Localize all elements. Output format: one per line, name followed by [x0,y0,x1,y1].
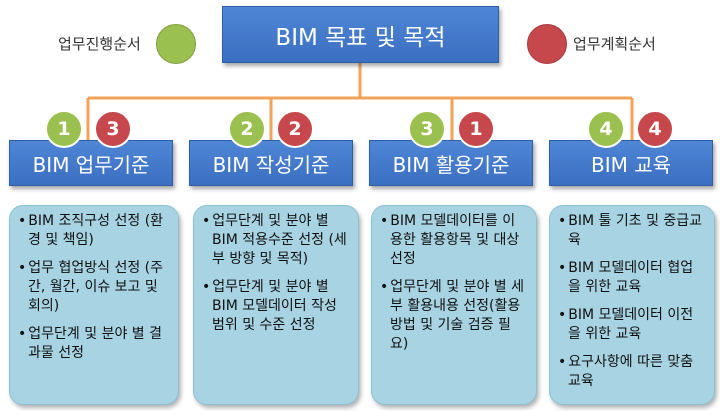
column-list-box: 업무단계 및 분야 별 BIM 적용수준 선정 (세부 방향 및 목적) 업무단… [193,205,359,405]
progress-order-badge: 2 [228,110,266,148]
progress-order-badge: 4 [587,110,625,148]
column-heading-box: BIM 작성기준 [189,140,353,186]
plan-order-badge: 1 [457,110,495,148]
plan-order-badge: 3 [94,110,132,148]
list-item: 요구사항에 따른 맞춤 교육 [556,353,706,391]
progress-order-badge: 3 [408,110,446,148]
column-heading: BIM 업무기준 [32,152,150,177]
column-heading-box: BIM 업무기준 [9,140,173,186]
column-list-box: BIM 모델데이터를 이용한 활용항목 및 대상 선정 업무단계 및 분야 별 … [371,205,537,405]
column-heading: BIM 작성기준 [212,152,330,177]
column-heading: BIM 활용기준 [392,152,510,177]
legend-plan-dot [527,24,567,64]
list-item: 업무단계 및 분야 별 세부 활용내용 선정(활용방법 및 기술 검증 필요) [378,278,528,354]
list-item: 업무 협업방식 선정 (주간, 월간, 이슈 보고 및 회의) [16,259,170,316]
legend-plan-label: 업무계획순서 [573,35,656,53]
main-title-box: BIM 목표 및 목적 [222,6,499,63]
list-item: 업무단계 및 분야 별 BIM 모델데이터 작성 범위 및 수준 선정 [200,278,350,335]
list-item: 업무단계 및 분야 별 결과물 선정 [16,325,170,363]
plan-order-badge: 4 [636,110,674,148]
legend-progress-label: 업무진행순서 [58,35,141,53]
list-item: BIM 모델데이터를 이용한 활용항목 및 대상 선정 [378,212,528,269]
list-item: BIM 모델데이터 이전을 위한 교육 [556,306,706,344]
plan-order-badge: 2 [276,110,314,148]
list-item: BIM 모델데이터 협업을 위한 교육 [556,259,706,297]
list-item: 업무단계 및 분야 별 BIM 적용수준 선정 (세부 방향 및 목적) [200,212,350,269]
list-item: BIM 툴 기초 및 중급교육 [556,212,706,250]
list-item: BIM 조직구성 선정 (환경 및 책임) [16,212,170,250]
column-heading-box: BIM 활용기준 [369,140,533,186]
column-heading: BIM 교육 [590,152,672,177]
column-list-box: BIM 툴 기초 및 중급교육 BIM 모델데이터 협업을 위한 교육 BIM … [549,205,715,405]
main-title: BIM 목표 및 목적 [275,24,446,51]
column-heading-box: BIM 교육 [549,140,713,186]
column-list-box: BIM 조직구성 선정 (환경 및 책임) 업무 협업방식 선정 (주간, 월간… [9,205,179,405]
legend-progress-dot [156,24,196,64]
progress-order-badge: 1 [45,110,83,148]
